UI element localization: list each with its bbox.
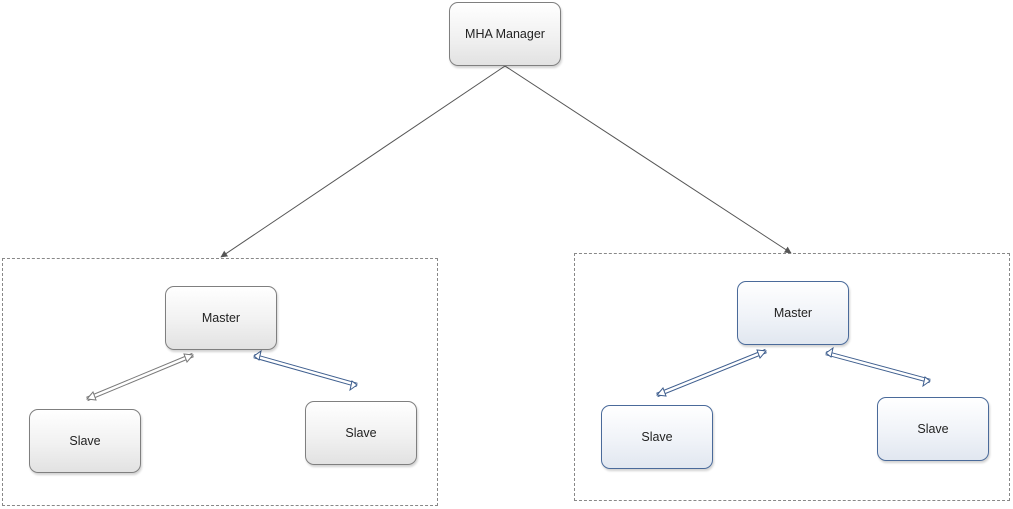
right-replication-group (574, 253, 1010, 501)
left-replication-group (2, 258, 438, 506)
left-master-node[interactable]: Master (165, 286, 277, 350)
right-slave-1-label: Slave (641, 430, 673, 444)
right-master-slave-right-link (825, 346, 931, 388)
right-slave-2-label: Slave (917, 422, 949, 436)
left-slave-1-label: Slave (69, 434, 101, 448)
manager-to-right-group-arrow (504, 65, 792, 254)
right-master-node[interactable]: Master (737, 281, 849, 345)
left-master-slave-left-link (86, 352, 194, 402)
manager-to-left-group-arrow (220, 65, 506, 258)
left-slave-2-node[interactable]: Slave (305, 401, 417, 465)
left-slave-1-node[interactable]: Slave (29, 409, 141, 473)
right-master-slave-left-link (656, 348, 767, 398)
left-master-slave-right-link (253, 349, 358, 392)
mha-manager-label: MHA Manager (465, 27, 545, 41)
left-slave-2-label: Slave (345, 426, 377, 440)
left-master-label: Master (201, 311, 241, 325)
right-slave-2-node[interactable]: Slave (877, 397, 989, 461)
right-slave-1-node[interactable]: Slave (601, 405, 713, 469)
right-master-label: Master (773, 306, 813, 320)
mha-manager-node[interactable]: MHA Manager (449, 2, 561, 66)
